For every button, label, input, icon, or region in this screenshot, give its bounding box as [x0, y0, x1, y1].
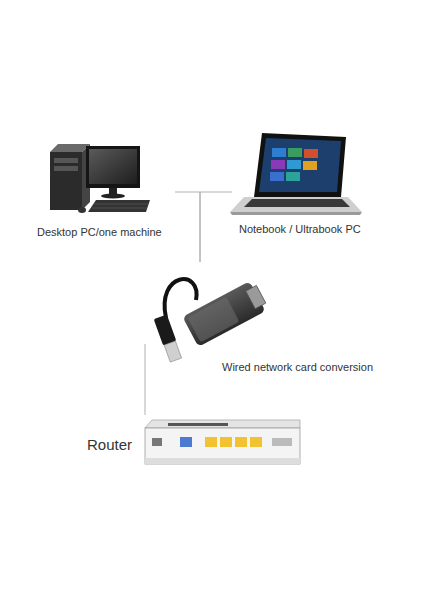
screen-tile [286, 172, 300, 181]
adapter-panel [187, 297, 239, 342]
usb-plug-body [154, 314, 177, 345]
drive-bay [54, 166, 78, 171]
device-label: Wired network card conversion [222, 360, 422, 374]
screen-tile [304, 149, 318, 158]
power-port [272, 438, 292, 446]
device-label: Router [87, 436, 157, 454]
lan-port [250, 437, 262, 447]
lan-port [235, 437, 247, 447]
laptop-screen [259, 138, 341, 192]
lan-port [220, 437, 232, 447]
screen-tile [272, 148, 286, 157]
screen-tile [271, 160, 285, 169]
router-illustration [145, 420, 300, 464]
router-port [152, 438, 162, 446]
desktop-pc-illustration [50, 144, 150, 213]
tower-front [50, 152, 82, 210]
router-base [145, 458, 300, 464]
adapter-body [182, 281, 265, 347]
network-adapter-node: Wired network card conversion [140, 262, 280, 344]
network-link [175, 192, 200, 262]
wan-port [180, 437, 192, 447]
keyboard-keys [94, 204, 148, 205]
router-node: Router [85, 415, 305, 470]
network-link [200, 192, 232, 262]
keyboard-keys [92, 208, 147, 209]
keyboard [88, 200, 150, 212]
screen-tile [303, 161, 317, 170]
laptop-keyboard [244, 199, 350, 207]
router-top [145, 420, 300, 428]
screen-tile [288, 148, 302, 157]
monitor-screen [89, 149, 137, 184]
drive-bay [54, 158, 78, 163]
monitor-frame [86, 146, 140, 188]
monitor-base [101, 194, 125, 199]
laptop-lid [254, 133, 346, 197]
desktop-pc-node: Desktop PC/one machine [35, 135, 175, 240]
usb-plug-metal [164, 341, 181, 362]
network-link [145, 344, 146, 415]
device-label: Notebook / Ultrabook PC [239, 222, 409, 236]
mouse [78, 207, 86, 213]
screen-tile [287, 160, 301, 169]
laptop-edge [230, 212, 362, 215]
rj45-port [246, 285, 266, 308]
screen-tile [270, 172, 284, 181]
usb-adapter-illustration [154, 279, 269, 362]
router-strip [168, 423, 228, 426]
notebook-illustration [230, 133, 362, 215]
lan-port [205, 437, 217, 447]
notebook-node: Notebook / Ultrabook PC [232, 130, 382, 240]
laptop-base [230, 197, 362, 212]
device-label: Desktop PC/one machine [37, 225, 197, 239]
router-front [145, 428, 300, 464]
